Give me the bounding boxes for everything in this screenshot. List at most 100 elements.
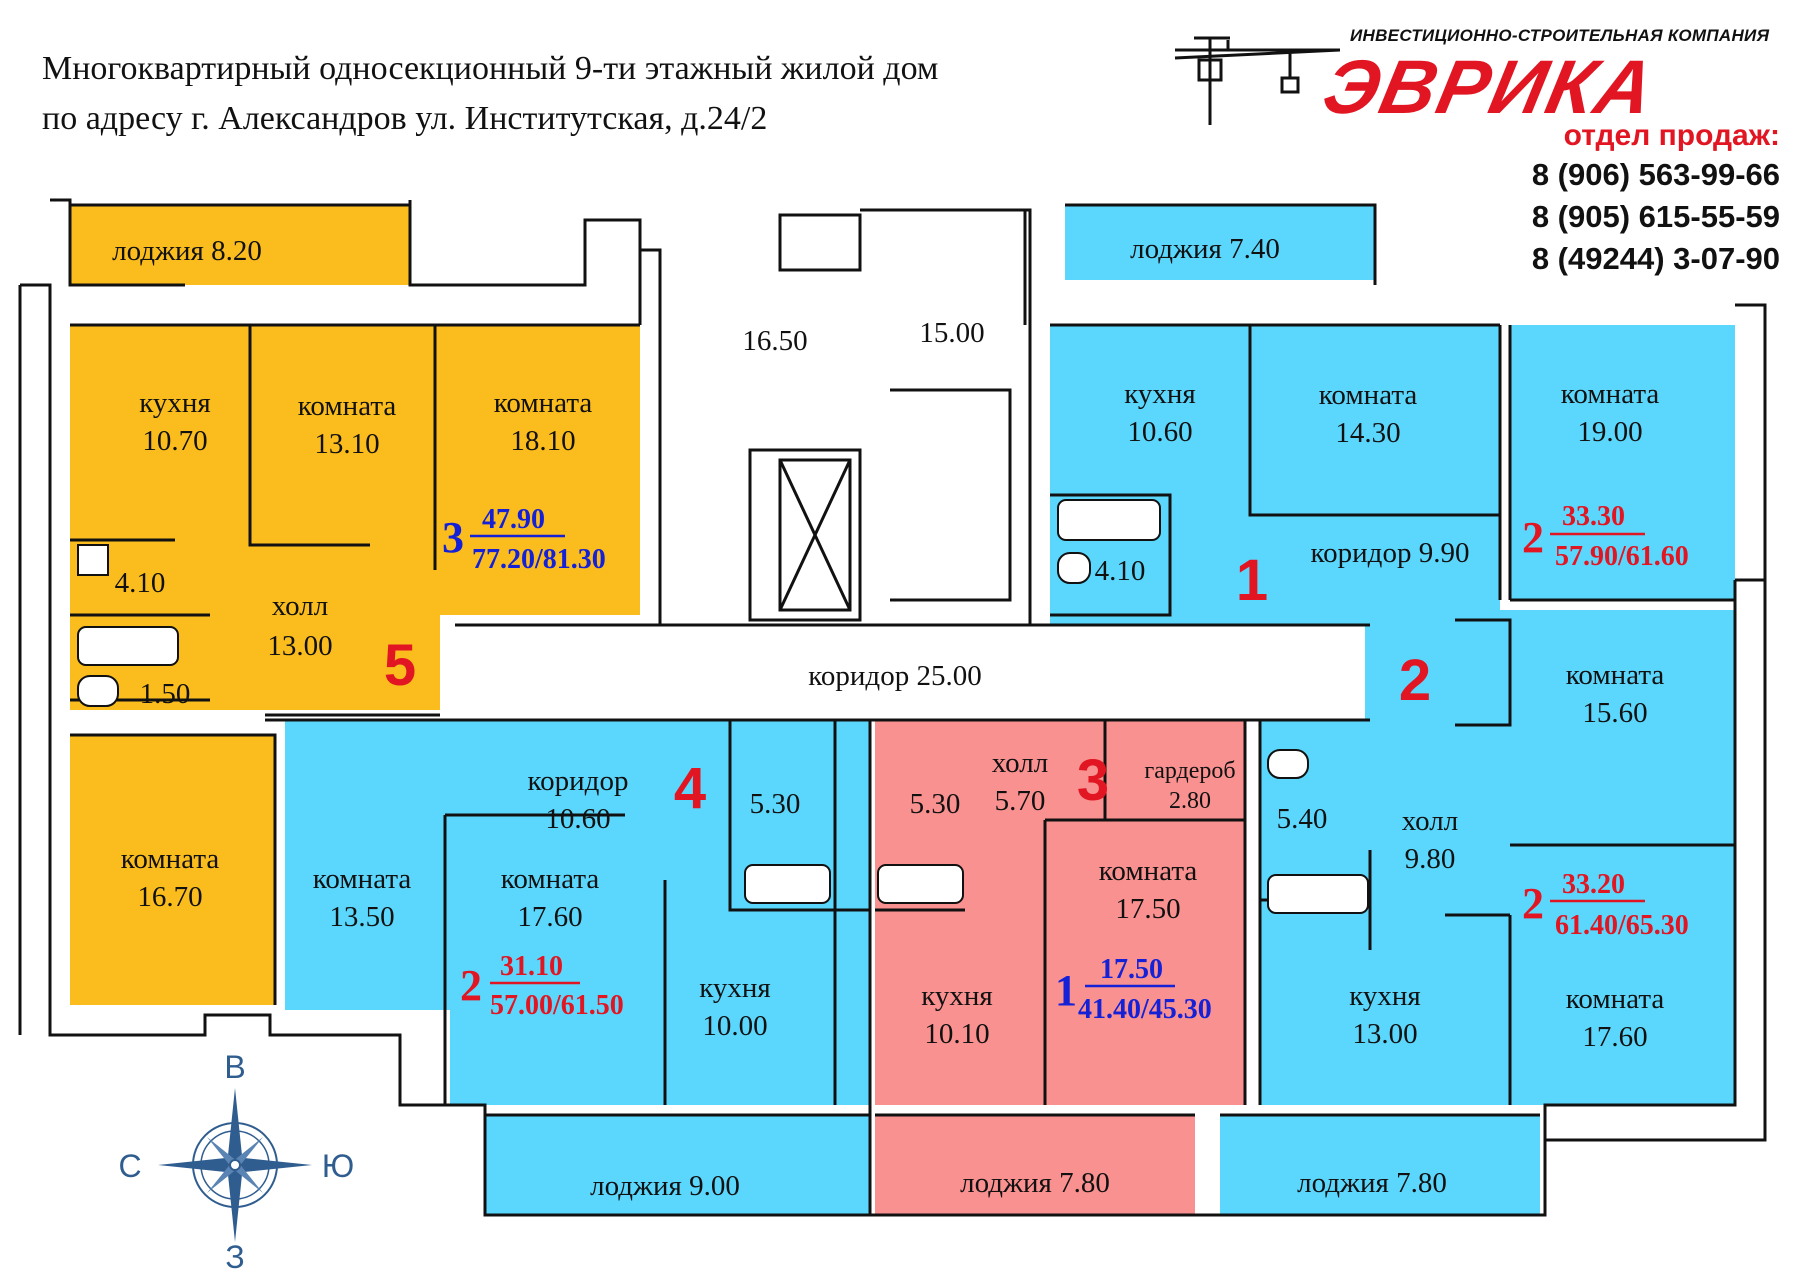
- apt2top-room2-label: комната: [1566, 659, 1665, 691]
- apt2bot-summary: 2 33.20 61.40/65.30: [1522, 869, 1689, 941]
- apt2top-living: 33.30: [1562, 501, 1625, 532]
- apt3-summary: 1 17.50 41.40/45.30: [1055, 954, 1212, 1025]
- apt5-room2-label: комната: [494, 387, 593, 419]
- apt2bot-rooms: 2: [1522, 879, 1544, 928]
- apt4-room2-area: 17.60: [517, 901, 582, 933]
- apt4-rooms: 2: [460, 961, 482, 1010]
- apt3-wardrobe-label: гардероб: [1144, 758, 1235, 784]
- apt3-hall-area: 5.70: [995, 785, 1046, 817]
- compass-rose-icon: [158, 1088, 312, 1242]
- apt2bot-living: 33.20: [1562, 869, 1625, 900]
- page-title: Многоквартирный односекционный 9-ти этаж…: [42, 44, 938, 144]
- apt1-room-label: комната: [1319, 379, 1418, 411]
- title-line-2: по адресу г. Александров ул. Институтска…: [42, 100, 768, 137]
- sales-heading: отдел продаж:: [1563, 119, 1780, 152]
- apt3-loggia: лоджия 7.80: [960, 1167, 1110, 1199]
- apt5-kitchen-area: 10.70: [142, 425, 207, 457]
- apt5-bath1-area: 4.10: [115, 567, 166, 599]
- apt2top-rooms: 2: [1522, 513, 1544, 562]
- apt2top-room1-area: 19.00: [1577, 416, 1642, 448]
- apt2bot-kitchen-label: кухня: [1349, 980, 1421, 1012]
- crane-logo-icon: [1174, 36, 1341, 125]
- apt1-number: 1: [1236, 548, 1268, 613]
- apt4-number: 4: [674, 756, 706, 821]
- apt5-rooms: 3: [442, 513, 464, 562]
- apt3-number: 3: [1077, 748, 1109, 813]
- apt4-room1-label: комната: [313, 863, 412, 895]
- apt1-kitchen-area: 10.60: [1127, 416, 1192, 448]
- apt2top-total: 57.90/61.60: [1555, 541, 1689, 572]
- apt4-loggia: лоджия 9.00: [590, 1170, 740, 1202]
- compass-east: Ю: [322, 1148, 354, 1184]
- compass-south: З: [225, 1239, 244, 1273]
- apt3-rooms: 1: [1055, 966, 1077, 1015]
- apt5-loggia: лоджия 8.20: [112, 235, 262, 267]
- apt1-kitchen-label: кухня: [1124, 378, 1196, 410]
- apt5-hall-label: холл: [272, 590, 328, 622]
- apt5-room1-label: комната: [298, 390, 397, 422]
- apt5-number: 5: [384, 633, 416, 698]
- apt4-kitchen-area: 10.00: [702, 1010, 767, 1042]
- apt5-bath2-area: 1.50: [140, 678, 191, 710]
- stair-area-a: 16.50: [742, 325, 807, 357]
- apt2bot-room-area: 17.60: [1582, 1021, 1647, 1053]
- sales-phone-1[interactable]: 8 (906) 563-99-66: [1531, 157, 1780, 192]
- apt2top-summary: 2 33.30 57.90/61.60: [1522, 501, 1689, 572]
- company-subtitle: ИНВЕСТИЦИОННО-СТРОИТЕЛЬНАЯ КОМПАНИЯ: [1350, 26, 1770, 45]
- bathroom-fixtures-icon: [77, 499, 1369, 914]
- apt3-kitchen-area: 10.10: [924, 1018, 989, 1050]
- apt4-total: 57.00/61.50: [490, 990, 624, 1021]
- apt4-kitchen-label: кухня: [699, 972, 771, 1004]
- apt3-room-label: комната: [1099, 855, 1198, 887]
- apt5-kitchen-label: кухня: [139, 387, 211, 419]
- apt1-corridor: коридор 9.90: [1311, 537, 1470, 569]
- apt1-bath-area: 4.10: [1095, 555, 1146, 587]
- stair-area-b: 15.00: [919, 317, 984, 349]
- apt4-summary: 2 31.10 57.00/61.50: [460, 951, 624, 1021]
- apt3-wardrobe-area: 2.80: [1169, 788, 1211, 814]
- apt4-corridor-label: коридор: [528, 765, 629, 797]
- apt2bot-kitchen-area: 13.00: [1352, 1018, 1417, 1050]
- apt2bot-hall-area: 9.80: [1405, 843, 1456, 875]
- apt2bot-hall-label: холл: [1402, 805, 1458, 837]
- apartment-3-area[interactable]: [875, 720, 1245, 1215]
- sales-contacts: отдел продаж: 8 (906) 563-99-66 8 (905) …: [1532, 118, 1780, 280]
- apt5-room2-area: 18.10: [510, 425, 575, 457]
- compass-west: С: [118, 1148, 141, 1184]
- apt2bot-room-label: комната: [1566, 983, 1665, 1015]
- apt5-summary: 3 47.90 77.20/81.30: [442, 504, 606, 575]
- apt3-total: 41.40/45.30: [1078, 994, 1212, 1025]
- apt3-room-area: 17.50: [1115, 893, 1180, 925]
- apt1-room-area: 14.30: [1335, 417, 1400, 449]
- apt2top-number: 2: [1399, 648, 1431, 713]
- apt3-kitchen-label: кухня: [921, 980, 993, 1012]
- apt5-room1-area: 13.10: [314, 428, 379, 460]
- sales-phone-2[interactable]: 8 (905) 615-55-59: [1531, 199, 1780, 234]
- sales-phone-3[interactable]: 8 (49244) 3-07-90: [1531, 241, 1780, 276]
- apt4-living: 31.10: [500, 951, 563, 982]
- apt5-room3-label: комната: [121, 843, 220, 875]
- apt4-room2-label: комната: [501, 863, 600, 895]
- walls: [18, 198, 1767, 1217]
- apt2top-room1-label: комната: [1561, 378, 1660, 410]
- common-corridor: коридор 25.00: [808, 660, 981, 692]
- apt3-hall-label: холл: [992, 747, 1048, 779]
- apt5-living: 47.90: [482, 504, 545, 535]
- apt4-room1-area: 13.50: [329, 901, 394, 933]
- apt2bot-bath-area: 5.40: [1277, 803, 1328, 835]
- apartment-1-area[interactable]: [1050, 205, 1500, 625]
- apt2bot-total: 61.40/65.30: [1555, 910, 1689, 941]
- title-line-1: Многоквартирный односекционный 9-ти этаж…: [42, 50, 939, 87]
- compass-north: В: [224, 1049, 245, 1085]
- apt1-loggia: лоджия 7.40: [1130, 233, 1280, 265]
- apt3-bath-area: 5.30: [910, 788, 961, 820]
- apt5-total: 77.20/81.30: [472, 544, 606, 575]
- apt2top-room2-area: 15.60: [1582, 697, 1647, 729]
- apt3-living: 17.50: [1100, 954, 1163, 985]
- apt4-bath-area: 5.30: [750, 788, 801, 820]
- apt5-room3-area: 16.70: [137, 881, 202, 913]
- apt4-corridor-area: 10.60: [545, 803, 610, 835]
- apt2bot-loggia: лоджия 7.80: [1297, 1167, 1447, 1199]
- apt5-hall-area: 13.00: [267, 630, 332, 662]
